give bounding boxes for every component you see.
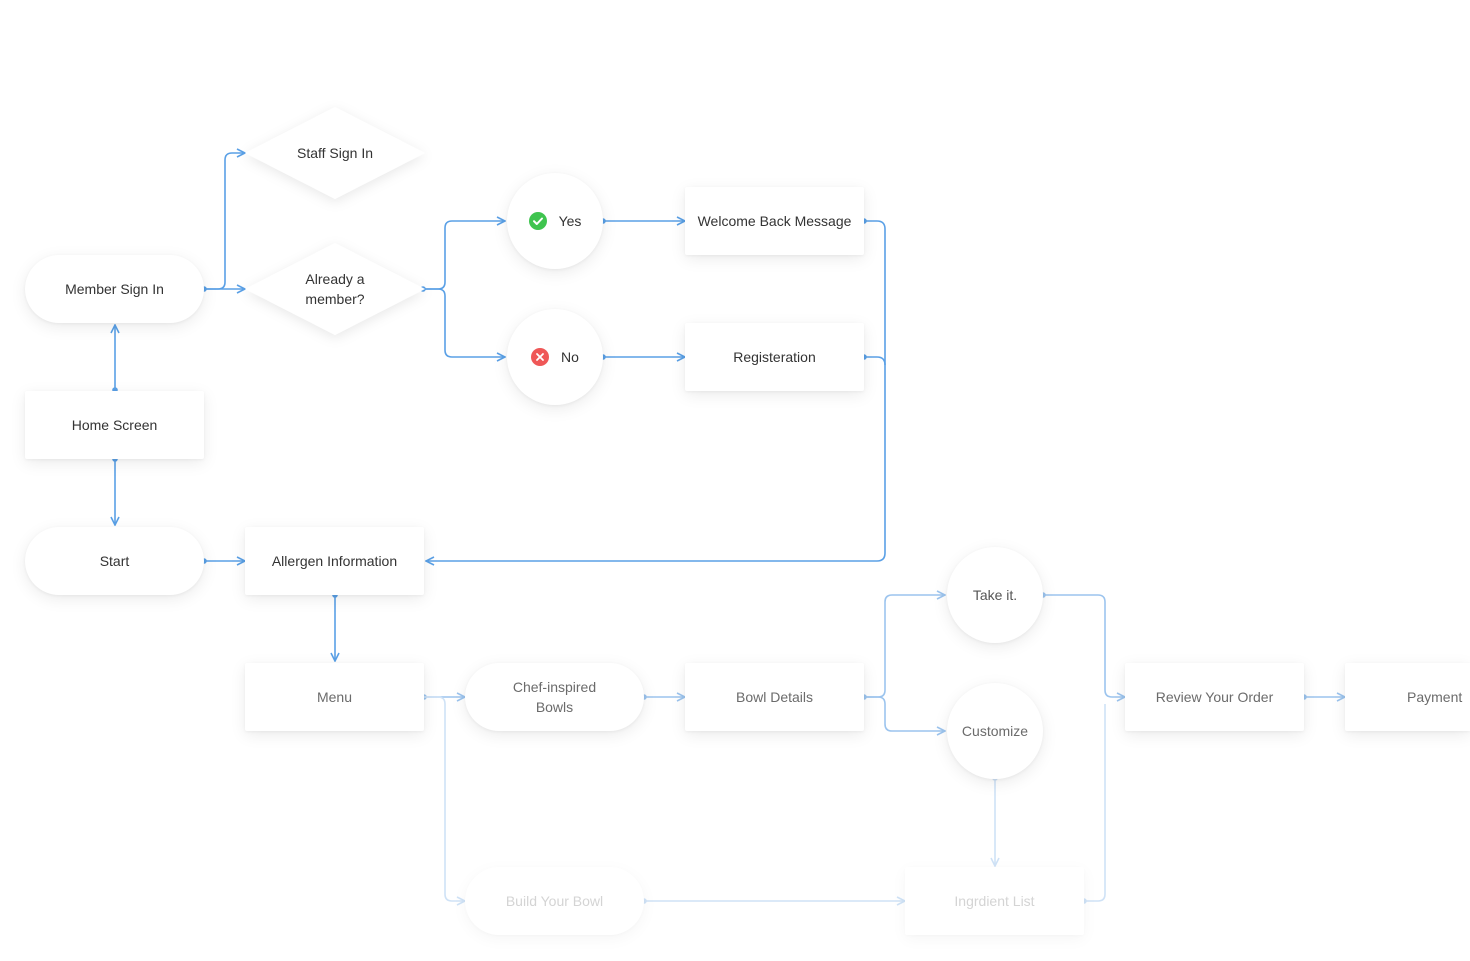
chef-bowls-line2: Bowls xyxy=(535,699,574,715)
take-it-label: Take it. xyxy=(972,587,1018,603)
registration-node[interactable]: Registeration xyxy=(685,323,864,391)
staff-sign-in-label: Staff Sign In xyxy=(296,145,373,161)
no-content: No xyxy=(531,347,579,367)
payment-label: Payment xyxy=(1407,689,1463,705)
no-node[interactable]: No xyxy=(507,309,603,405)
link-registration-to-merge xyxy=(864,356,886,366)
menu-node[interactable]: Menu xyxy=(245,663,424,731)
link-already-to-no xyxy=(423,288,505,357)
chef-bowls-label: Chef-inspired Bowls xyxy=(513,677,596,717)
yes-content: Yes xyxy=(528,211,582,231)
payment-node[interactable]: Payment xyxy=(1345,663,1470,731)
member-sign-in-node[interactable]: Member Sign In xyxy=(25,255,204,323)
take-it-node[interactable]: Take it. xyxy=(947,547,1043,643)
x-circle-icon xyxy=(531,348,550,366)
review-order-label: Review Your Order xyxy=(1155,689,1274,705)
link-details-to-customize xyxy=(864,696,945,731)
link-welcome-to-allergen xyxy=(426,220,886,561)
diamond-shape xyxy=(245,243,425,335)
link-already-to-yes xyxy=(423,221,505,290)
build-bowl-node[interactable]: Build Your Bowl xyxy=(465,867,644,935)
registration-label: Registeration xyxy=(733,349,816,365)
chef-bowls-line1: Chef-inspired xyxy=(512,679,597,695)
check-circle-icon xyxy=(528,212,547,230)
build-bowl-label: Build Your Bowl xyxy=(505,893,604,909)
allergen-info-node[interactable]: Allergen Information xyxy=(245,527,424,595)
start-node[interactable]: Start xyxy=(25,527,204,595)
customize-label: Customize xyxy=(961,723,1029,739)
member-sign-in-label: Member Sign In xyxy=(65,281,164,297)
already-member-label: Already a member? xyxy=(305,269,364,309)
link-menu-to-build xyxy=(424,696,465,901)
link-ingredients-to-review xyxy=(1084,704,1106,902)
ingredient-list-label: Ingrdient List xyxy=(954,893,1035,909)
yes-node[interactable]: Yes xyxy=(507,173,603,269)
chef-bowls-node[interactable]: Chef-inspired Bowls xyxy=(465,663,644,731)
menu-label: Menu xyxy=(316,689,353,705)
welcome-back-label: Welcome Back Message xyxy=(697,213,852,229)
welcome-back-node[interactable]: Welcome Back Message xyxy=(685,187,864,255)
start-label: Start xyxy=(99,553,130,569)
link-take-to-review xyxy=(1043,594,1125,697)
link-member-to-staff xyxy=(204,153,245,290)
bowl-details-label: Bowl Details xyxy=(735,689,814,705)
already-member-line1: Already a xyxy=(305,271,365,287)
review-order-node[interactable]: Review Your Order xyxy=(1125,663,1304,731)
yes-label: Yes xyxy=(558,213,582,229)
allergen-info-label: Allergen Information xyxy=(271,553,398,569)
bowl-details-node[interactable]: Bowl Details xyxy=(685,663,864,731)
already-member-line2: member? xyxy=(305,291,365,307)
staff-sign-in-node[interactable]: Staff Sign In xyxy=(245,107,425,199)
no-label: No xyxy=(561,349,579,365)
home-screen-label: Home Screen xyxy=(71,417,158,433)
diamond-shape xyxy=(245,107,425,199)
already-member-node[interactable]: Already a member? xyxy=(245,243,425,335)
ingredient-list-node[interactable]: Ingrdient List xyxy=(905,867,1084,935)
customize-node[interactable]: Customize xyxy=(947,683,1043,779)
home-screen-node[interactable]: Home Screen xyxy=(25,391,204,459)
link-details-to-take xyxy=(864,595,945,698)
